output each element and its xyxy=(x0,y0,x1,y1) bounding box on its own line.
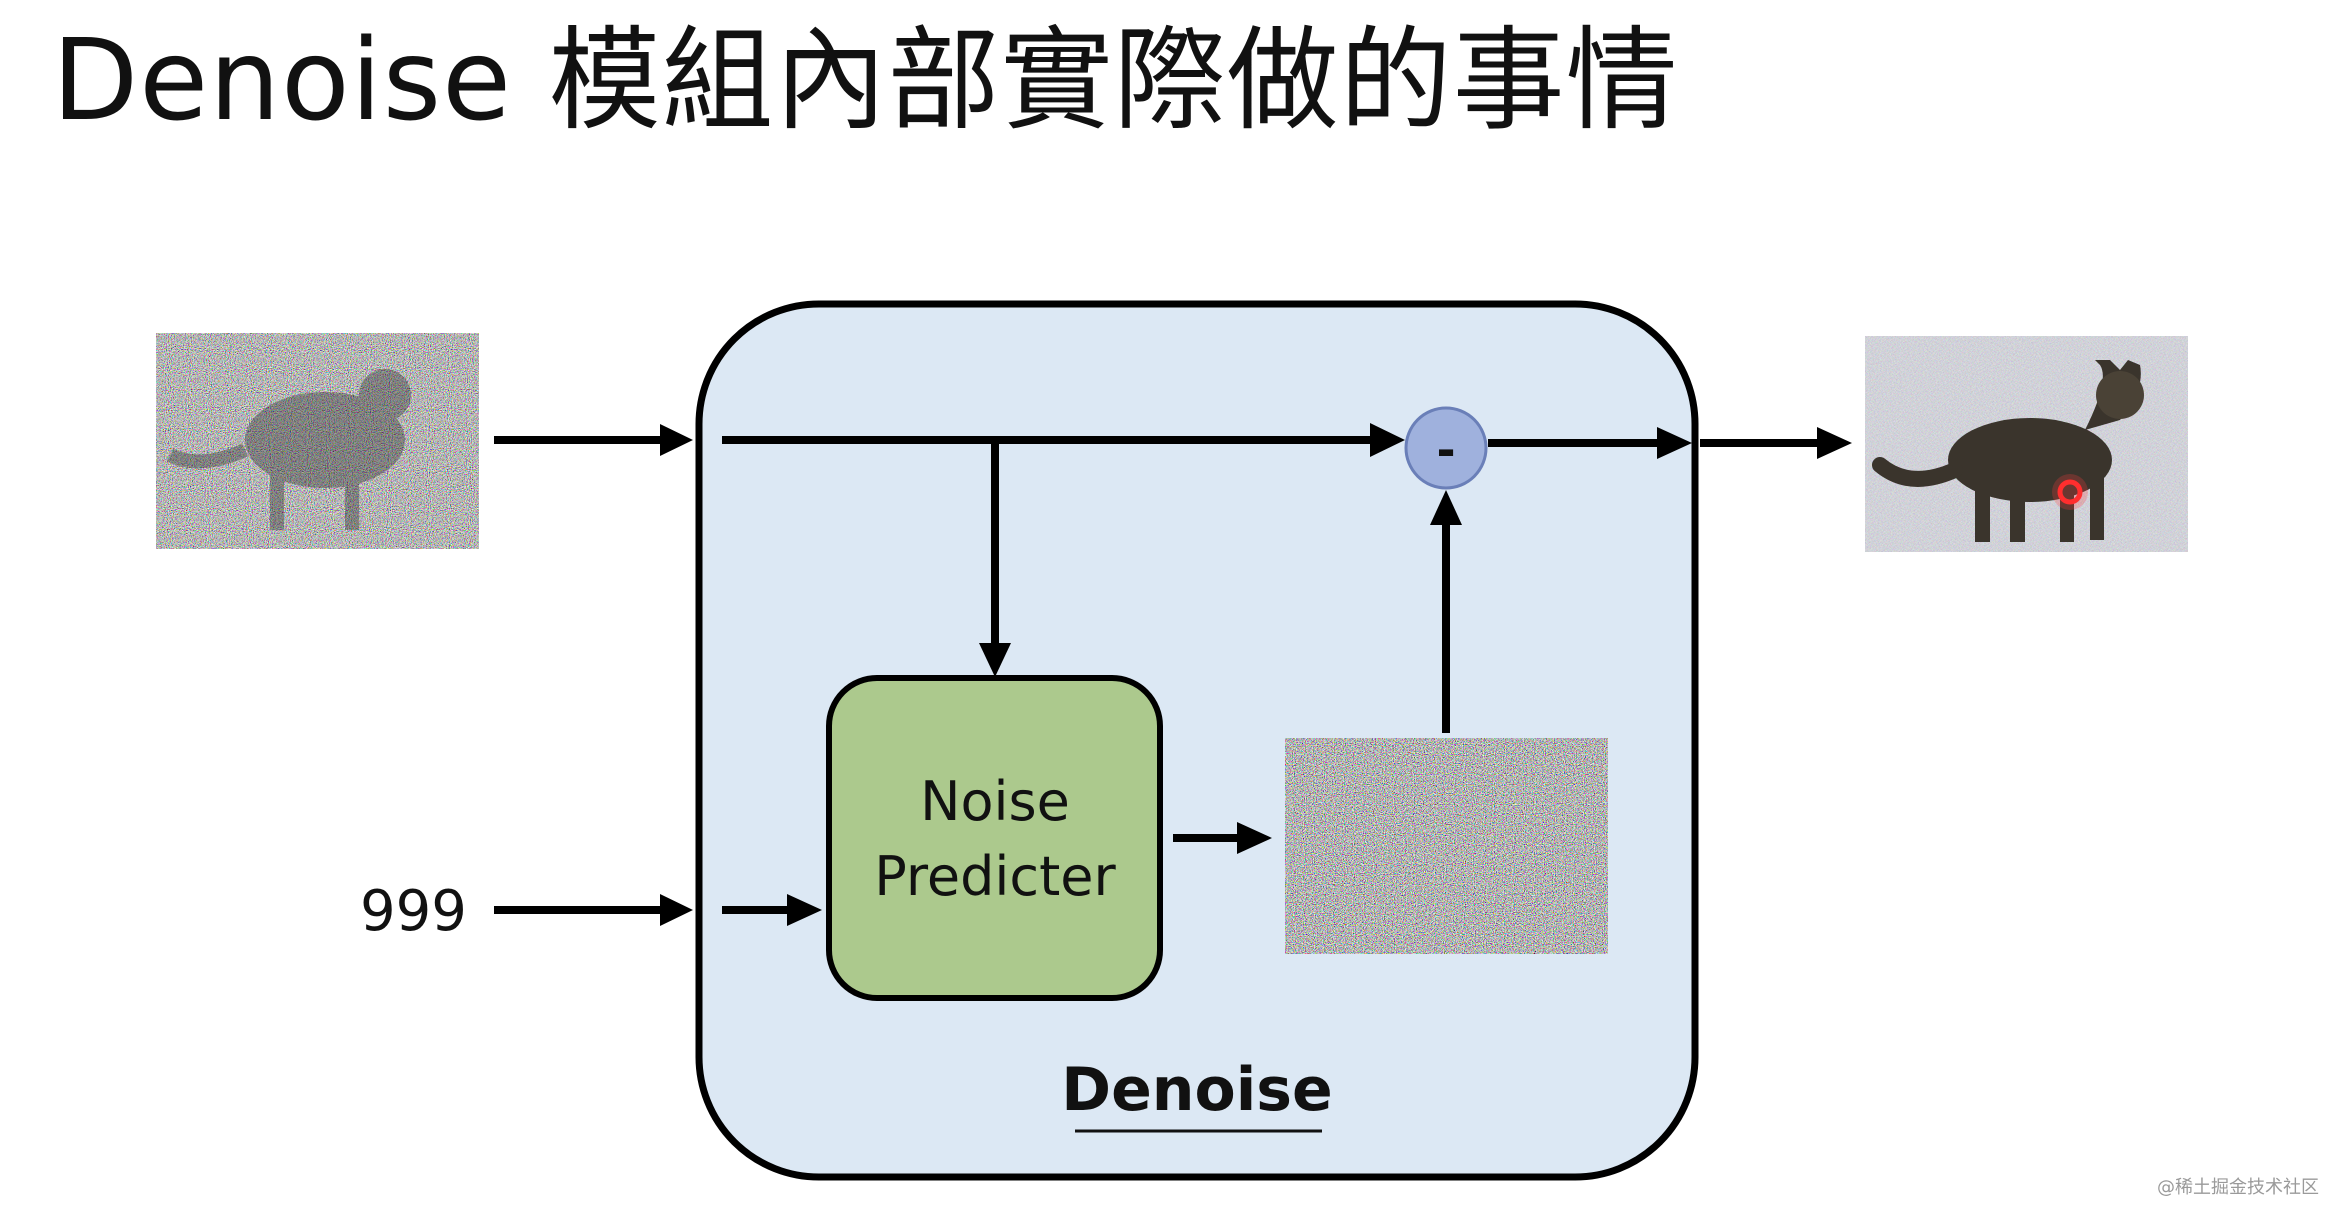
noise-predictor-label-line1: Noise xyxy=(920,770,1070,833)
input-noisy-image xyxy=(156,333,479,549)
subtract-symbol: - xyxy=(1436,423,1455,477)
predicted-noise-image xyxy=(1285,738,1608,954)
pointer-indicator xyxy=(2057,479,2083,505)
watermark: @稀土掘金技术社区 xyxy=(2157,1177,2319,1198)
arrow-module-to-output xyxy=(1700,427,1852,459)
arrow-subtract-to-edge xyxy=(1488,427,1692,459)
noise-predictor-box xyxy=(826,675,1163,1001)
slide-title: Denoise 模組內部實際做的事情 xyxy=(52,16,1679,146)
arrow-branch-to-predictor xyxy=(979,440,1011,677)
denoise-module-label: Denoise xyxy=(1061,1055,1332,1125)
arrow-to-subtract xyxy=(722,423,1405,457)
arrow-step-to-predictor xyxy=(722,894,822,926)
arrow-image-to-module xyxy=(494,424,693,456)
noise-predictor-label-line2: Predicter xyxy=(874,845,1116,908)
arrow-step-to-module xyxy=(494,894,693,926)
cat-silhouette-faint xyxy=(166,369,411,530)
subtract-node: - xyxy=(1404,406,1488,490)
step-input-label: 999 xyxy=(360,879,467,944)
output-denoised-image xyxy=(1865,336,2188,552)
arrow-predictor-to-noise xyxy=(1173,822,1272,854)
arrow-noise-to-subtract xyxy=(1430,490,1462,733)
